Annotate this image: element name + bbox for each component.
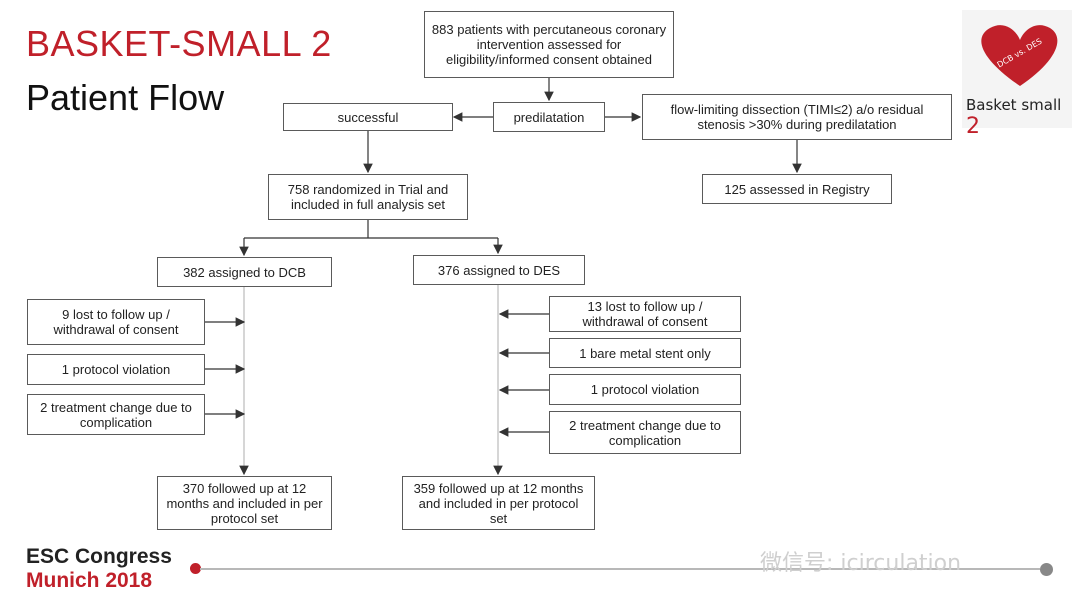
logo-name: Basket small 2 <box>966 96 1080 139</box>
logo-number: 2 <box>966 114 980 139</box>
box-randomized: 758 randomized in Trial and included in … <box>268 174 468 220</box>
box-dcb-lost: 9 lost to follow up / withdrawal of cons… <box>27 299 205 345</box>
footer-congress: ESC Congress <box>26 545 172 568</box>
box-des-bms: 1 bare metal stent only <box>549 338 741 368</box>
box-des: 376 assigned to DES <box>413 255 585 285</box>
box-assessed: 883 patients with percutaneous coronary … <box>424 11 674 78</box>
box-dcb-protocol: 1 protocol violation <box>27 354 205 385</box>
box-des-followed: 359 followed up at 12 months and include… <box>402 476 595 530</box>
box-des-lost: 13 lost to follow up / withdrawal of con… <box>549 296 741 332</box>
footer-grey-dot <box>1040 563 1053 576</box>
slide-title: BASKET-SMALL 2 <box>26 23 332 64</box>
footer-red-dot <box>190 563 201 574</box>
heart-icon: DCB vs. DES <box>981 25 1058 86</box>
box-registry: 125 assessed in Registry <box>702 174 892 204</box>
box-successful: successful <box>283 103 453 131</box>
basket-small-logo: DCB vs. DES <box>962 10 1072 128</box>
box-des-protocol: 1 protocol violation <box>549 374 741 405</box>
box-predilatation: predilatation <box>493 102 605 132</box>
logo-name-text: Basket small <box>966 96 1062 114</box>
box-dcb-followed: 370 followed up at 12 months and include… <box>157 476 332 530</box>
box-des-treatment: 2 treatment change due to complication <box>549 411 741 454</box>
box-dcb-treatment: 2 treatment change due to complication <box>27 394 205 435</box>
box-dcb: 382 assigned to DCB <box>157 257 332 287</box>
footer-rule <box>200 568 1040 570</box>
footer-location: Munich 2018 <box>26 569 153 592</box>
box-flow-limiting: flow-limiting dissection (TIMI≤2) a/o re… <box>642 94 952 140</box>
watermark-text: 微信号: icirculation <box>760 551 962 576</box>
slide-subtitle: Patient Flow <box>26 77 225 118</box>
